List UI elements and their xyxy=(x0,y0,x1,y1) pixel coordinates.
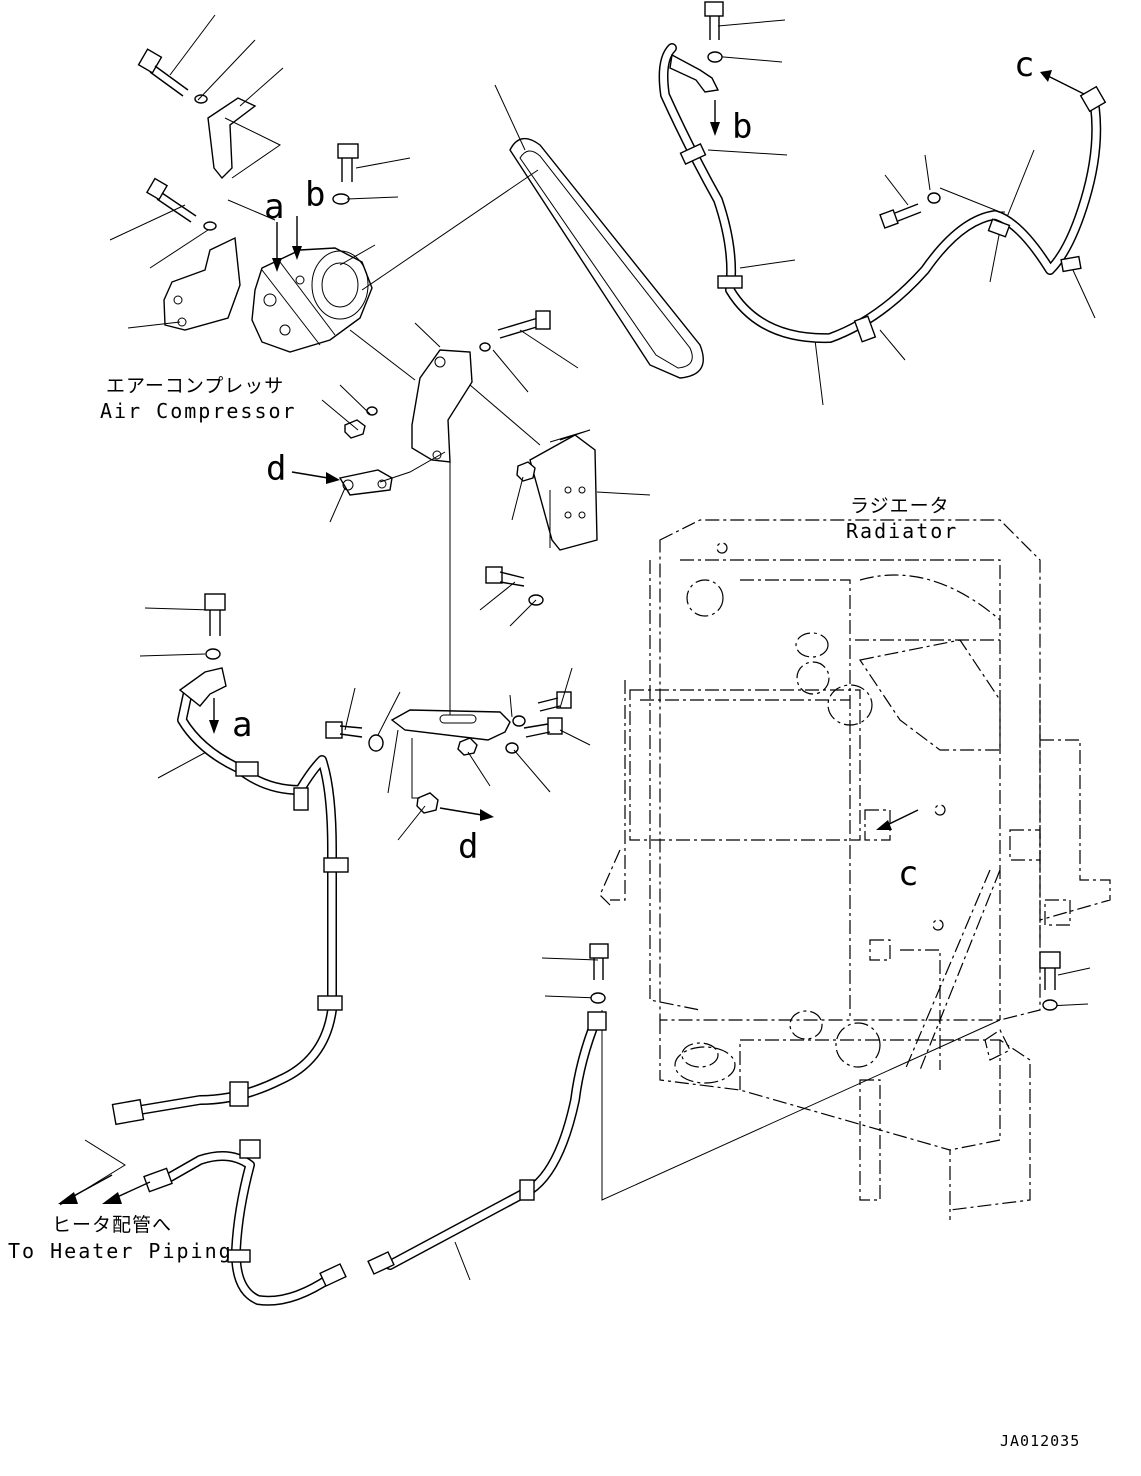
nut-right-bracket xyxy=(516,461,536,482)
drawing-id: JA012035 xyxy=(1000,1432,1080,1450)
left-hose-clamp-1 xyxy=(235,761,259,777)
air-compressor-assembly xyxy=(137,48,704,814)
washer-radiator-side xyxy=(1042,999,1058,1011)
washer-hose-mid xyxy=(927,192,941,204)
radiator-label-en: Radiator xyxy=(846,519,958,543)
heater-piping-arrows xyxy=(58,1174,151,1204)
lower-hose-end-fitting xyxy=(143,1167,173,1193)
washer-top-left xyxy=(194,94,208,104)
drive-belt xyxy=(509,137,704,379)
leader-lines xyxy=(109,14,1096,1281)
lower-hose-clamp-2 xyxy=(239,1139,261,1159)
bolt-top-center xyxy=(337,143,359,159)
ref-letter-b-upper-right: b xyxy=(732,107,752,147)
bolt-right xyxy=(497,310,551,339)
bolt-radiator-side xyxy=(1039,951,1061,990)
bolt-hose-top xyxy=(704,1,724,40)
washer-mid-left xyxy=(203,221,217,231)
lower-hose-clamp-1 xyxy=(519,1179,535,1201)
link-rod-upper xyxy=(338,469,393,496)
lower-hose-joint-right xyxy=(367,1251,395,1275)
nut-link-lower xyxy=(416,792,439,814)
ref-letter-a-lower: a xyxy=(232,705,252,745)
ref-letter-d-lower: d xyxy=(458,827,478,867)
ref-letter-c-radiator: c xyxy=(898,854,918,894)
ref-letter-b-top: b xyxy=(305,175,325,215)
lower-return-hose xyxy=(143,943,609,1306)
radiator xyxy=(599,519,1111,1220)
air-compressor-label-jp: エアーコンプレッサ xyxy=(106,375,284,397)
washer-top-center xyxy=(332,193,350,205)
washer-hose-top xyxy=(707,51,723,63)
compressor-upper-bracket xyxy=(207,97,257,180)
radiator-label-jp: ラジエータ xyxy=(850,495,950,517)
bolt-left-hose xyxy=(204,593,226,636)
lower-hose-top-fitting xyxy=(587,1011,607,1031)
bolts-link-right xyxy=(523,691,572,738)
bolt-link-left xyxy=(325,721,363,739)
tension-bracket xyxy=(411,349,473,463)
hose-clamp-1 xyxy=(679,142,707,166)
hose-clamp-3 xyxy=(853,315,877,343)
washer-link-right-upper xyxy=(512,715,526,727)
washer-link-right-lower xyxy=(505,742,519,754)
left-hose-end-fitting xyxy=(111,1098,145,1126)
nut-adjusting-link xyxy=(457,737,478,756)
washer-left-hose xyxy=(205,648,221,660)
air-compressor xyxy=(251,247,373,353)
bolt-top-left xyxy=(137,48,189,97)
washer-link-left xyxy=(368,734,384,752)
left-hose-clamp-5 xyxy=(229,1081,249,1107)
left-hose-clamp-3 xyxy=(323,857,349,873)
bolt-right-bracket-lower xyxy=(485,566,525,587)
adjusting-link xyxy=(390,709,511,741)
washer-right xyxy=(479,342,491,352)
air-compressor-label-en: Air Compressor xyxy=(100,399,297,423)
hose-end-fitting-c xyxy=(1079,85,1107,113)
left-heater-hose xyxy=(111,593,349,1126)
heater-piping-label-jp: ヒータ配管へ xyxy=(52,1214,172,1236)
lower-hose-clamp-3 xyxy=(227,1249,251,1263)
hose-top-fitting xyxy=(669,53,720,93)
right-mounting-bracket xyxy=(529,434,598,551)
reference-markers: a b d d a b c c xyxy=(209,45,1089,894)
left-hose-top-fitting xyxy=(178,667,227,707)
left-hose-clamp-2 xyxy=(293,787,309,811)
ref-letter-a-top: a xyxy=(264,187,284,227)
bolt-lower-hose xyxy=(589,943,609,980)
ref-letter-c-upper: c xyxy=(1014,45,1034,85)
bolt-hose-mid xyxy=(879,203,922,229)
bolt-mid-left xyxy=(145,177,197,223)
upper-right-hose xyxy=(658,1,1107,344)
heater-piping-label-en: To Heater Piping xyxy=(8,1239,233,1263)
left-hose-clamp-4 xyxy=(317,995,343,1011)
hose-clamp-4 xyxy=(987,218,1011,238)
ref-letter-d-upper: d xyxy=(266,449,286,489)
hose-clamp-2 xyxy=(717,275,743,289)
nut-left xyxy=(344,419,366,439)
compressor-lower-bracket xyxy=(163,236,241,331)
washer-lower-hose xyxy=(590,992,606,1004)
washer-left xyxy=(366,406,378,416)
hose-clamp-5 xyxy=(1060,255,1082,273)
lower-hose-joint-left xyxy=(319,1263,347,1287)
